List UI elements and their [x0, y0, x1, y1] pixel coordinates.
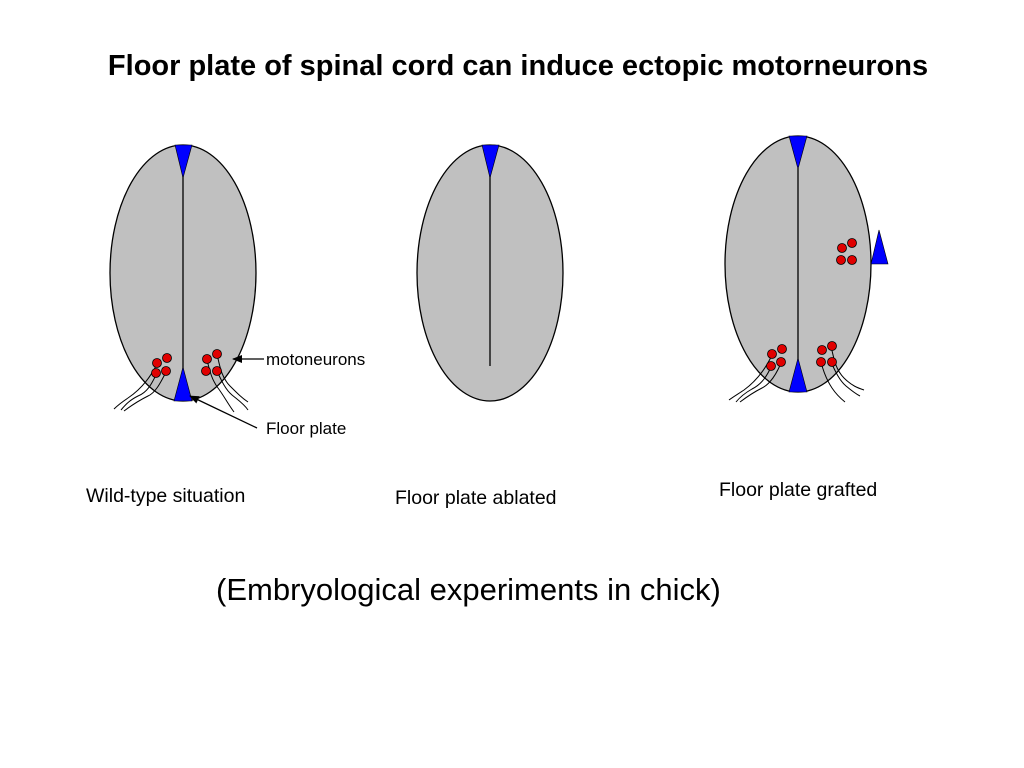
motoneuron [837, 243, 847, 253]
motoneuron [162, 353, 172, 363]
motoneuron-cluster-right [201, 349, 222, 376]
floor-plate [173, 365, 193, 402]
axons-left [728, 354, 782, 403]
motoneuron [827, 357, 837, 367]
motoneuron [777, 344, 787, 354]
motoneuron [836, 255, 846, 265]
roof-plate [174, 144, 193, 179]
ectopic-motoneuron-cluster [836, 238, 857, 265]
axons-left [113, 363, 167, 412]
motoneuron [847, 238, 857, 248]
grafted-floor-plate [870, 229, 889, 265]
motoneuron [151, 368, 161, 378]
roof-plate [481, 144, 500, 179]
motoneuron [201, 366, 211, 376]
roof-plate [788, 135, 808, 171]
motoneuron-cluster-left [151, 353, 172, 378]
panel-wild-type: motoneurons Floor plate [109, 144, 365, 438]
motoneuron [766, 361, 776, 371]
motoneuron [161, 366, 171, 376]
motoneuron [212, 366, 222, 376]
motoneuron [152, 358, 162, 368]
caption-wild-type: Wild-type situation [86, 485, 246, 507]
caption-ablated: Floor plate ablated [395, 487, 557, 509]
motoneuron [816, 357, 826, 367]
motoneuron [202, 354, 212, 364]
motoneuron [847, 255, 857, 265]
motoneuron-cluster-left [766, 344, 787, 371]
axons-right [820, 345, 865, 403]
floor-plate-label: Floor plate [266, 419, 346, 438]
panel-grafted [724, 135, 889, 403]
motoneuron [767, 349, 777, 359]
panel-ablated [416, 144, 564, 402]
motoneurons-label: motoneurons [266, 350, 365, 369]
floor-plate-pointer-arrow [189, 395, 258, 429]
motoneuron [817, 345, 827, 355]
motoneuron [827, 341, 837, 351]
slide-title: Floor plate of spinal cord can induce ec… [107, 50, 929, 82]
caption-grafted: Floor plate grafted [719, 479, 878, 501]
motoneuron-cluster-right [816, 341, 837, 367]
motoneuron [776, 357, 786, 367]
motoneuron [212, 349, 222, 359]
floor-plate [788, 356, 808, 393]
slide-subtitle: (Embryological experiments in chick) [216, 572, 721, 607]
